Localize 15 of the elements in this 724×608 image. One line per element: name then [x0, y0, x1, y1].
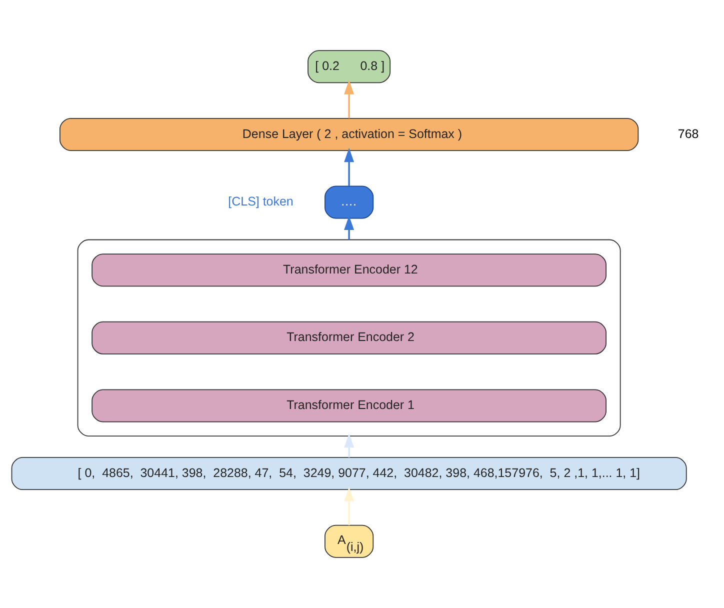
arrow: [344, 80, 354, 118]
node-label: [CLS] token: [228, 194, 294, 209]
arrow: [344, 148, 354, 186]
cluster: [77, 239, 621, 437]
node-box: [ 0, 4865, 30441, 398, 28288, 47, 54, 3249, 9077, 442, 30482, 398, 468,157976, 5, 2 ,1, 1,... 1, 1]: [11, 457, 687, 490]
node-box: Dense Layer ( 2 , activation = Softmax ): [60, 118, 639, 151]
node-box: [ 0.2 0.8 ]: [308, 50, 391, 84]
node-box: Transformer Encoder 1: [92, 389, 606, 422]
node-box: ….: [324, 186, 374, 219]
node-box: Transformer Encoder 2: [92, 321, 606, 354]
arrow: [344, 486, 354, 526]
label: 768: [678, 126, 699, 141]
node-box: Transformer Encoder 12: [92, 254, 606, 287]
arrow: [344, 433, 354, 458]
arrow: [344, 216, 354, 240]
